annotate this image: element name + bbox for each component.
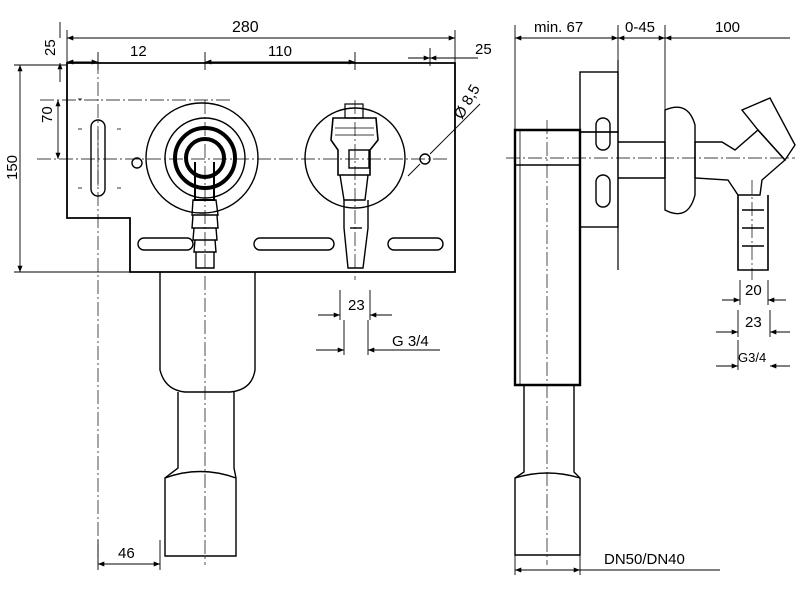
bottom-slot-right <box>387 237 444 251</box>
valve-outlet <box>343 200 369 269</box>
dim-100: 100 <box>715 19 740 36</box>
dim-thread: G 3/4 <box>392 333 429 350</box>
side-tap-body <box>694 129 786 196</box>
front-view <box>66 62 456 557</box>
side-view <box>513 60 796 556</box>
dim-46: 46 <box>118 545 135 562</box>
dim-23: 23 <box>348 297 365 314</box>
dim-dn: DN50/DN40 <box>604 551 685 568</box>
side-centerlines <box>506 120 795 565</box>
side-housing <box>513 128 582 387</box>
dim-70: 70 <box>39 106 56 123</box>
outlet-housing <box>145 102 259 214</box>
dim-0-45: 0-45 <box>625 19 655 36</box>
hose-connector <box>191 199 219 269</box>
side-dimensions <box>514 25 790 575</box>
dim-25-top: 25 <box>42 39 59 56</box>
front-dimensions <box>14 22 481 570</box>
dim-23-side: 23 <box>745 314 762 331</box>
side-flange <box>664 106 696 215</box>
dim-12: 12 <box>130 43 147 60</box>
front-labels: 280 12 110 25 25 150 70 Ø 8,5 23 G 3/4 4… <box>4 19 492 562</box>
dim-280: 280 <box>232 19 259 36</box>
side-drain-pipe <box>514 385 581 556</box>
side-labels: min. 67 0-45 100 20 23 G3/4 DN50/DN40 <box>534 19 766 568</box>
valve-body <box>330 117 379 176</box>
side-wall-plate <box>579 71 619 133</box>
mounting-plate <box>66 62 456 273</box>
dim-110: 110 <box>268 43 292 60</box>
bottom-slot-left <box>137 237 194 251</box>
dim-25-right: 25 <box>475 41 492 58</box>
dim-20: 20 <box>745 282 762 299</box>
trap-housing <box>159 272 256 393</box>
dim-150: 150 <box>4 155 21 180</box>
front-centerlines <box>37 60 448 565</box>
drain-pipe <box>164 392 237 557</box>
dim-thread-side: G3/4 <box>738 350 766 365</box>
dim-min-67: min. 67 <box>534 19 583 36</box>
bottom-slot-mid <box>253 237 335 251</box>
